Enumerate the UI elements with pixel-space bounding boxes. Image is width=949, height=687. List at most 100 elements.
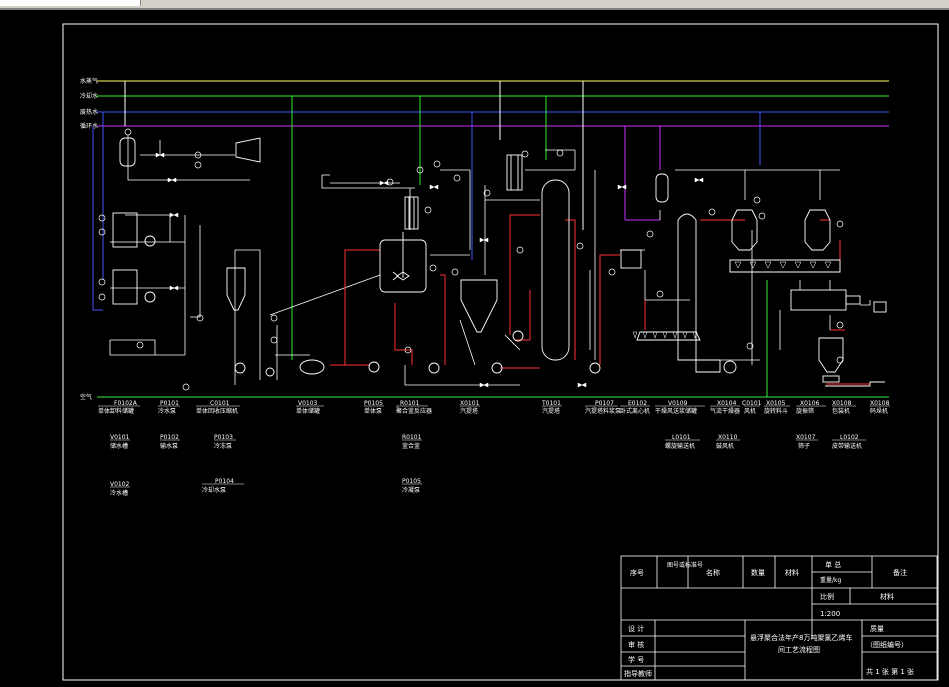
label-underlines [98,405,890,488]
tag-X0110: X0110 [718,434,738,441]
scale-label: 比例 [820,592,834,601]
name-P0102: 输水泵 [160,442,178,450]
tag-V0102: V0102 [110,481,130,488]
stripping-column [541,179,570,361]
equipment-labels-row2: V0101 储水槽 P0102 输水泵 P0103 冷冻泵 R0101 釜合釜 … [110,434,862,450]
water-tank-upper [112,212,138,248]
name-P0103: 冷冻泵 [214,442,232,450]
sheet-count: 共 1 张 第 1 张 [866,667,914,676]
name-R0101: 聚合釜反应器 [396,407,432,415]
blower [723,360,737,374]
stripper-feed-pump [491,362,503,374]
name-L0102: 皮带输送机 [832,442,862,450]
drawing-title-line1: 悬浮聚合法年产8万吨聚氯乙烯车 [750,633,852,642]
header-name: 名称 [706,568,720,577]
name-X0110: 鼓风机 [716,442,734,450]
name-R0101b: 釜合釜 [402,442,420,450]
document-tab[interactable] [0,0,141,6]
receiver-vessel [119,137,136,167]
header-material: 材料 [785,568,799,577]
equipment-labels-row1: F0102A 单体卸料储罐 P0101 冷水泵 C0101 单体回收压缩机 V0… [98,400,890,415]
tag-P0104: P0104 [215,478,234,485]
name-C0101b: 风机 [744,407,756,415]
window-top-bar [0,0,949,8]
tag-E0102: E0102 [628,400,647,407]
tag-V0101: V0101 [110,434,130,441]
process-flow-diagram[interactable]: 水蒸气 冷却水 废热水 循环水 空气 [0,10,949,687]
name-X0105: 旋转料斗 [764,407,788,415]
advisor-label: 指导教师 [624,669,652,678]
tag-F0102A: F0102A [114,400,138,407]
cyclone-separator-2 [804,209,831,251]
header-weight: 单 总 [825,560,841,569]
pneumatic-dryer [677,213,697,361]
rotary-hopper [729,259,841,273]
student-id-label: 学 号 [628,655,644,664]
designer-label: 设 计 [628,624,644,633]
small-pump [265,367,275,377]
tag-T0101: T0101 [541,400,561,407]
name-X0108a: 包装机 [832,407,850,415]
header-weight-unit: 重量/kg [820,576,841,584]
name-X0106: 旋振筛 [796,407,814,415]
blowdown-tank [460,279,498,333]
name-P0104: 冷却水泵 [202,486,226,494]
tag-X0104: X0104 [717,400,737,407]
tag-V0109: V0109 [668,400,688,407]
tag-X0106: X0106 [800,400,820,407]
tag-X0108a: X0108 [832,400,852,407]
tag-X0108b: X0108 [870,400,890,407]
utility-label-waste: 废热水 [80,108,98,116]
tag-P0103: P0103 [214,434,233,441]
tag-X0107: X0107 [796,434,816,441]
screen-motor [873,301,887,313]
name-L0101: 螺旋输送机 [665,442,695,450]
tag-V0103: V0103 [298,400,318,407]
name-T0101: 汽提塔 [542,407,560,415]
vibrating-screen [790,289,847,311]
centrifuge [620,249,642,269]
name-X0108b: 码垛机 [870,407,888,415]
utility-label-cooling: 冷却水 [80,92,98,100]
compressor [235,137,261,163]
reactor-condenser [404,196,419,230]
monomer-storage-tank [299,359,325,375]
valves [155,152,704,388]
tag-P0105: P0105 [364,400,383,407]
drawing-title-line2: 间工艺流程图 [778,645,820,654]
belt-conveyor [825,381,885,387]
title-block-text: 序号 图号或标准号 名称 数量 材料 单 总 重量/kg 备注 比例 材料 1:… [624,560,914,678]
header-qty: 数量 [751,568,765,577]
material-label: 材料 [880,592,894,601]
tag-R0101: R0101 [400,400,420,407]
water-pump-lower [144,291,156,303]
red-process-lines [330,214,870,385]
name-P0105: 单体泵 [364,407,382,415]
heat-exchanger [512,330,524,342]
water-pump-upper [144,235,156,247]
utility-lines: 水蒸气 冷却水 废热水 循环水 空气 [80,77,889,401]
header-drawing-no: 图号或标准号 [667,561,703,569]
viewport-separator [0,8,949,10]
water-tank-lower [112,269,138,305]
column-condenser [506,154,523,191]
tag-P0105b: P0105 [402,478,421,485]
tag-C0101: C0101 [210,400,230,407]
packing-machine [818,337,844,373]
tag-X0105: X0105 [766,400,786,407]
tag-L0102: L0102 [840,434,859,441]
monomer-pump-left [234,362,246,374]
cyclone-separator-1 [731,209,758,251]
tag-R0101b: R0101 [402,434,422,441]
name-P0107: 汽提塔料浆泵 [585,407,621,415]
tag-L0101: L0101 [672,434,691,441]
drawing-number: （图纸编号） [866,640,908,649]
tag-P0101: P0101 [160,400,179,407]
name-X0101: 汽提塔 [460,407,478,415]
utility-label-circulating: 循环水 [80,122,98,130]
name-E0102: 卧式离心机 [620,407,650,415]
scale-value: 1:200 [820,610,840,618]
tag-P0102: P0102 [160,434,179,441]
name-V0102: 冷水槽 [110,489,128,497]
tag-X0101: X0101 [460,400,480,407]
